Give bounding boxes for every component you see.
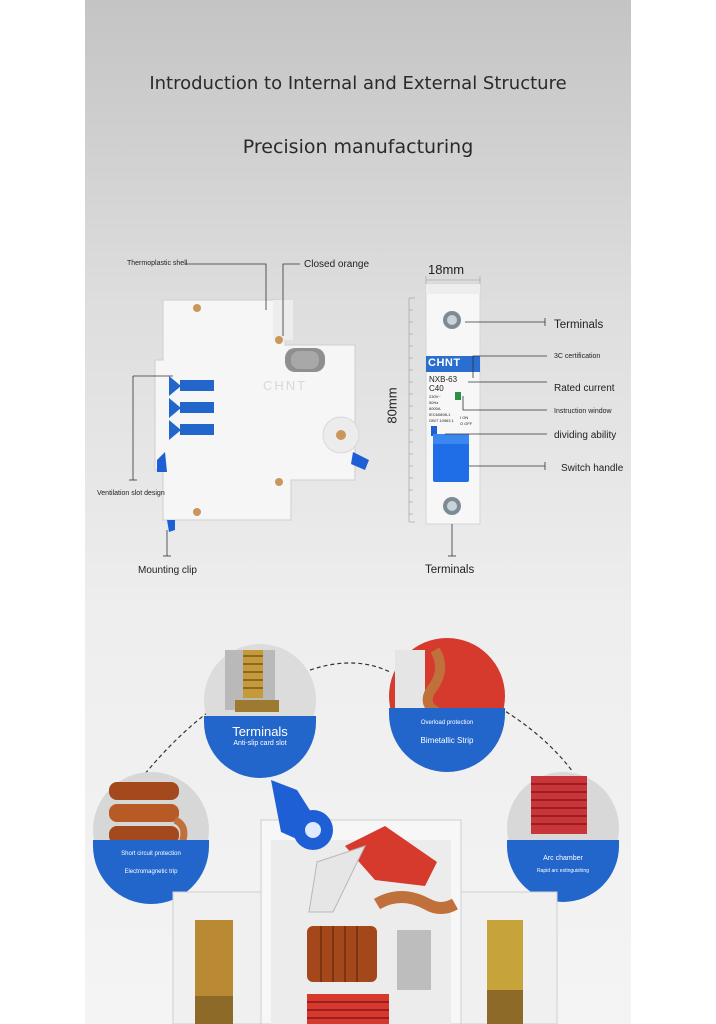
arc-title: Arc chamber <box>543 855 583 862</box>
spec-voltage: 230V~ <box>429 394 441 399</box>
electromagnetic-title: Short circuit protection <box>121 851 181 857</box>
label-ventilation-slot: Ventilation slot design <box>97 490 165 497</box>
front-spec-list: 230V~ 50Hz 6000A IEC60898-1 GB/T 10963.1 <box>429 394 454 424</box>
front-state-on: I ON <box>460 415 469 420</box>
electromagnetic-caption: Electromagnetic trip <box>124 869 178 875</box>
spec-gb-standard: GB/T 10963.1 <box>429 418 454 423</box>
product-page: Introduction to Internal and External St… <box>85 0 631 1024</box>
front-state-off: O OFF <box>460 421 473 426</box>
label-rated-current: Rated current <box>554 383 615 394</box>
spec-frequency: 50Hz <box>429 400 439 405</box>
shell-brand-mark: CHNT <box>263 378 308 393</box>
bimetallic-caption: Bimetallic Strip <box>420 736 474 745</box>
label-terminals-top: Terminals <box>554 319 604 331</box>
diagram-graphics <box>93 263 619 1024</box>
front-model-label: NXB-63 <box>429 375 458 384</box>
label-mounting-clip: Mounting clip <box>138 565 197 576</box>
spec-breaking-capacity: 6000A <box>429 406 441 411</box>
page-title: Introduction to Internal and External St… <box>149 73 567 94</box>
dashed-connectors <box>139 662 574 781</box>
label-height: 80mm <box>384 387 400 424</box>
breaker-front-view <box>425 283 481 525</box>
label-width: 18mm <box>428 262 465 277</box>
arc-circle <box>507 772 619 902</box>
label-3c-certification: 3C certification <box>554 353 601 360</box>
terminals-circle <box>204 644 316 778</box>
bimetallic-circle <box>389 638 505 772</box>
bimetallic-title: Overload protection <box>420 720 474 726</box>
label-closed-orange: Closed orange <box>304 259 370 270</box>
label-terminals-bottom: Terminals <box>425 564 475 576</box>
spec-iec-standard: IEC60898-1 <box>429 412 451 417</box>
electromagnetic-circle <box>93 772 209 904</box>
front-brand-label: CHNT <box>428 357 461 369</box>
breaker-cutaway <box>172 780 558 1024</box>
breaker-side-view <box>154 299 369 532</box>
label-dividing-ability: dividing ability <box>554 430 617 441</box>
label-instruction-window: Instruction window <box>554 408 612 415</box>
page-subtitle: Precision manufacturing <box>242 136 474 158</box>
label-switch-handle: Switch handle <box>561 463 624 474</box>
width-ruler <box>425 276 481 284</box>
terminals-caption: Anti-slip card slot <box>233 740 287 747</box>
terminals-title: Terminals <box>232 724 288 739</box>
height-ruler <box>408 297 415 523</box>
front-rating-label: C40 <box>429 384 444 393</box>
arc-caption: Rapid arc extinguishing <box>537 868 589 874</box>
right-leader-lines <box>445 318 547 557</box>
label-thermoplastic-shell: Thermoplastic shell <box>127 260 188 267</box>
left-leader-lines <box>129 263 300 557</box>
